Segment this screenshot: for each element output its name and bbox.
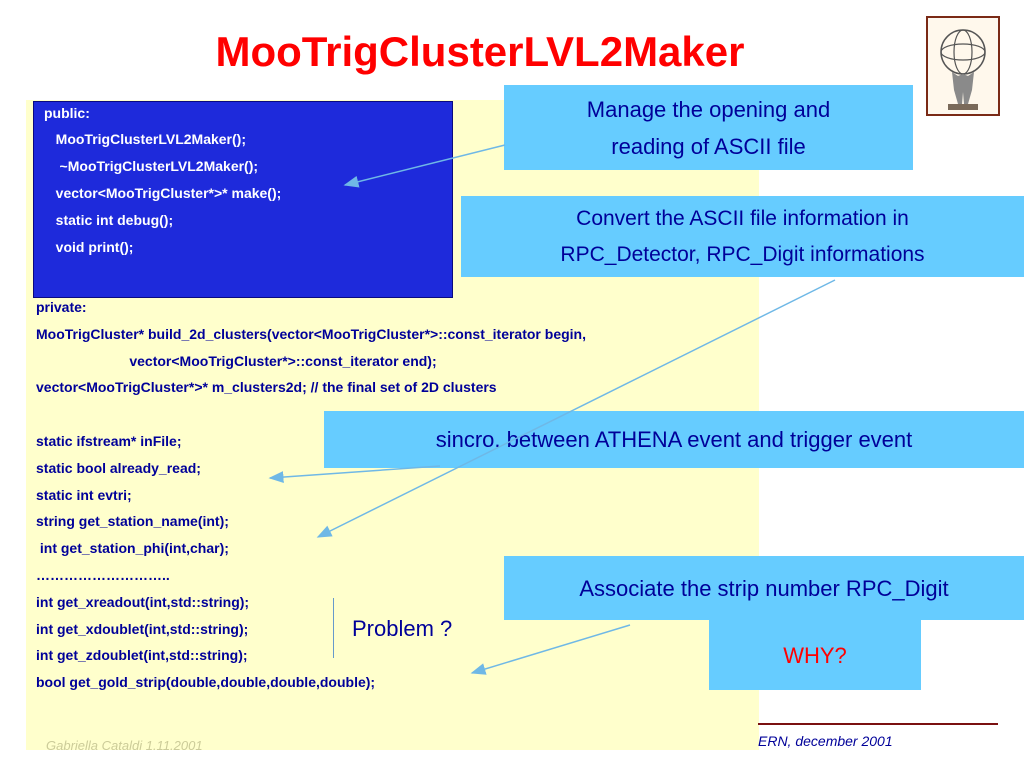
code-line: static bool already_read; (36, 460, 201, 476)
callout-line: reading of ASCII file (611, 133, 806, 159)
code-line: bool get_gold_strip(double,double,double… (36, 674, 376, 690)
code-line: vector<MooTrigCluster*>* m_clusters2d; /… (36, 379, 497, 395)
code-line: ……………………….. (36, 567, 170, 583)
footer-date: ERN, december 2001 (758, 733, 893, 749)
problem-divider (333, 598, 334, 658)
callout-convert-ascii: Convert the ASCII file information in RP… (461, 196, 1024, 277)
code-line: int get_station_phi(int,char); (36, 540, 229, 556)
code-line: MooTrigClusterLVL2Maker(); (44, 131, 246, 147)
slide-title: MooTrigClusterLVL2Maker (215, 28, 745, 75)
code-line: vector<MooTrigCluster*>::const_iterator … (36, 353, 437, 369)
callout-line: RPC_Detector, RPC_Digit informations (560, 242, 925, 266)
code-line: MooTrigCluster* build_2d_clusters(vector… (36, 326, 586, 342)
callout-line: Convert the ASCII file information in (576, 206, 909, 230)
atlas-logo (926, 16, 1000, 116)
code-line: void print(); (44, 239, 134, 255)
footer-author: Gabriella Cataldi 1.11.2001 (46, 738, 203, 753)
arrow-to-make (343, 144, 506, 188)
arrow-to-station-phi (316, 279, 836, 538)
atlas-figure-icon (930, 20, 996, 112)
code-line: static int evtri; (36, 487, 132, 503)
problem-label: Problem ? (352, 616, 453, 641)
code-line: static int debug(); (44, 212, 174, 228)
footer-rule (758, 723, 998, 725)
code-line: public: (44, 105, 90, 121)
code-line: int get_zdoublet(int,std::string); (36, 647, 248, 663)
code-line: private: (36, 299, 87, 315)
public-section-box: public: MooTrigClusterLVL2Maker(); ~MooT… (33, 101, 453, 298)
code-line: static ifstream* inFile; (36, 433, 182, 449)
code-line: int get_xdoublet(int,std::string); (36, 621, 249, 637)
code-line: int get_xreadout(int,std::string); (36, 594, 250, 610)
code-line: ~MooTrigClusterLVL2Maker(); (44, 158, 259, 174)
arrow-to-gold-strip (470, 624, 631, 675)
code-line: vector<MooTrigCluster*>* make(); (44, 185, 282, 201)
callout-manage-ascii: Manage the opening and reading of ASCII … (504, 85, 913, 170)
code-line: string get_station_name(int); (36, 513, 229, 529)
callout-why: WHY? (709, 620, 921, 690)
callout-associate-strip: Associate the strip number RPC_Digit (504, 556, 1024, 620)
callout-line: Manage the opening and (586, 96, 831, 122)
arrow-to-already-read (268, 465, 441, 484)
